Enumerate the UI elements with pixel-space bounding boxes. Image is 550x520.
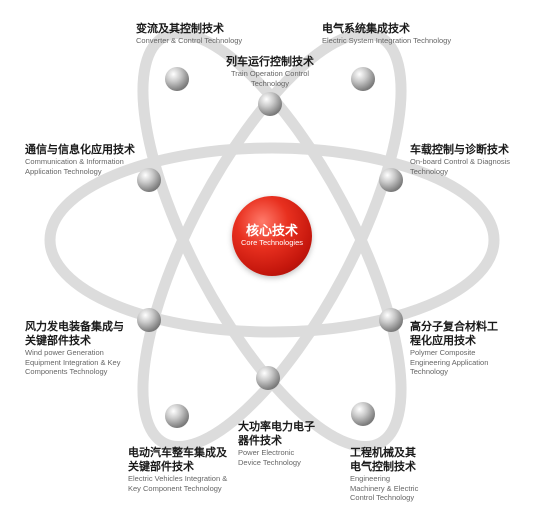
sphere-onboard bbox=[379, 168, 403, 192]
label-electric-system-en: Electric System Integration Technology bbox=[322, 36, 452, 45]
orbit-horizontal bbox=[44, 142, 500, 338]
sphere-wind-power bbox=[137, 308, 161, 332]
label-communication: 通信与信息化应用技术 Communication & Information A… bbox=[25, 143, 140, 176]
label-engineering-en: Engineering Machinery & Electric Control… bbox=[350, 474, 419, 502]
label-polymer-en: Polymer Composite Engineering Applicatio… bbox=[410, 348, 489, 376]
label-engineering-zh: 工程机械及其电气控制技术 bbox=[350, 447, 416, 473]
orbit-tilt-left bbox=[137, 27, 407, 453]
label-onboard: 车载控制与诊断技术 On-board Control & Diagnosis T… bbox=[410, 143, 535, 176]
label-power-electronic: 大功率电力电子器件技术 Power Electronic Device Tech… bbox=[238, 420, 318, 467]
label-onboard-zh: 车载控制与诊断技术 bbox=[410, 144, 509, 156]
label-power-electronic-en: Power Electronic Device Technology bbox=[238, 448, 301, 467]
label-converter-en: Converter & Control Technology bbox=[136, 36, 243, 45]
label-communication-zh: 通信与信息化应用技术 bbox=[25, 144, 135, 156]
label-train-control-en: Train Operation Control Technology bbox=[230, 69, 310, 88]
label-ev: 电动汽车整车集成及关键部件技术 Electric Vehicles Integr… bbox=[128, 446, 228, 493]
label-ev-zh: 电动汽车整车集成及关键部件技术 bbox=[128, 447, 227, 473]
sphere-electric-system bbox=[351, 67, 375, 91]
label-engineering: 工程机械及其电气控制技术 Engineering Machinery & Ele… bbox=[350, 446, 425, 503]
core-technologies-sphere: 核心技术 Core Technologies bbox=[232, 196, 312, 276]
label-power-electronic-zh: 大功率电力电子器件技术 bbox=[238, 421, 315, 447]
sphere-train-control bbox=[258, 92, 282, 116]
label-wind-power-en: Wind power Generation Equipment Integrat… bbox=[25, 348, 121, 376]
label-electric-system-zh: 电气系统集成技术 bbox=[322, 23, 410, 35]
sphere-communication bbox=[137, 168, 161, 192]
label-communication-en: Communication & Information Application … bbox=[25, 157, 124, 176]
sphere-converter bbox=[165, 67, 189, 91]
label-wind-power: 风力发电装备集成与关键部件技术 Wind power Generation Eq… bbox=[25, 320, 133, 377]
label-ev-en: Electric Vehicles Integration & Key Comp… bbox=[128, 474, 228, 493]
node-spheres bbox=[137, 67, 403, 428]
label-train-control-zh: 列车运行控制技术 bbox=[226, 56, 314, 68]
label-polymer: 高分子复合材料工程化应用技术 Polymer Composite Enginee… bbox=[410, 320, 505, 377]
core-subtitle: Core Technologies bbox=[241, 238, 303, 247]
label-train-control: 列车运行控制技术 Train Operation Control Technol… bbox=[215, 55, 325, 88]
sphere-engineering bbox=[351, 402, 375, 426]
label-converter: 变流及其控制技术 Converter & Control Technology bbox=[136, 22, 266, 46]
label-polymer-zh: 高分子复合材料工程化应用技术 bbox=[410, 321, 498, 347]
label-onboard-en: On-board Control & Diagnosis Technology bbox=[410, 157, 511, 176]
orbit-tilt-right bbox=[137, 27, 407, 453]
sphere-polymer bbox=[379, 308, 403, 332]
label-electric-system: 电气系统集成技术 Electric System Integration Tec… bbox=[322, 22, 472, 46]
label-wind-power-zh: 风力发电装备集成与关键部件技术 bbox=[25, 321, 124, 347]
label-converter-zh: 变流及其控制技术 bbox=[136, 23, 224, 35]
sphere-ev bbox=[165, 404, 189, 428]
sphere-power-electronic bbox=[256, 366, 280, 390]
core-title: 核心技术 bbox=[245, 224, 298, 239]
